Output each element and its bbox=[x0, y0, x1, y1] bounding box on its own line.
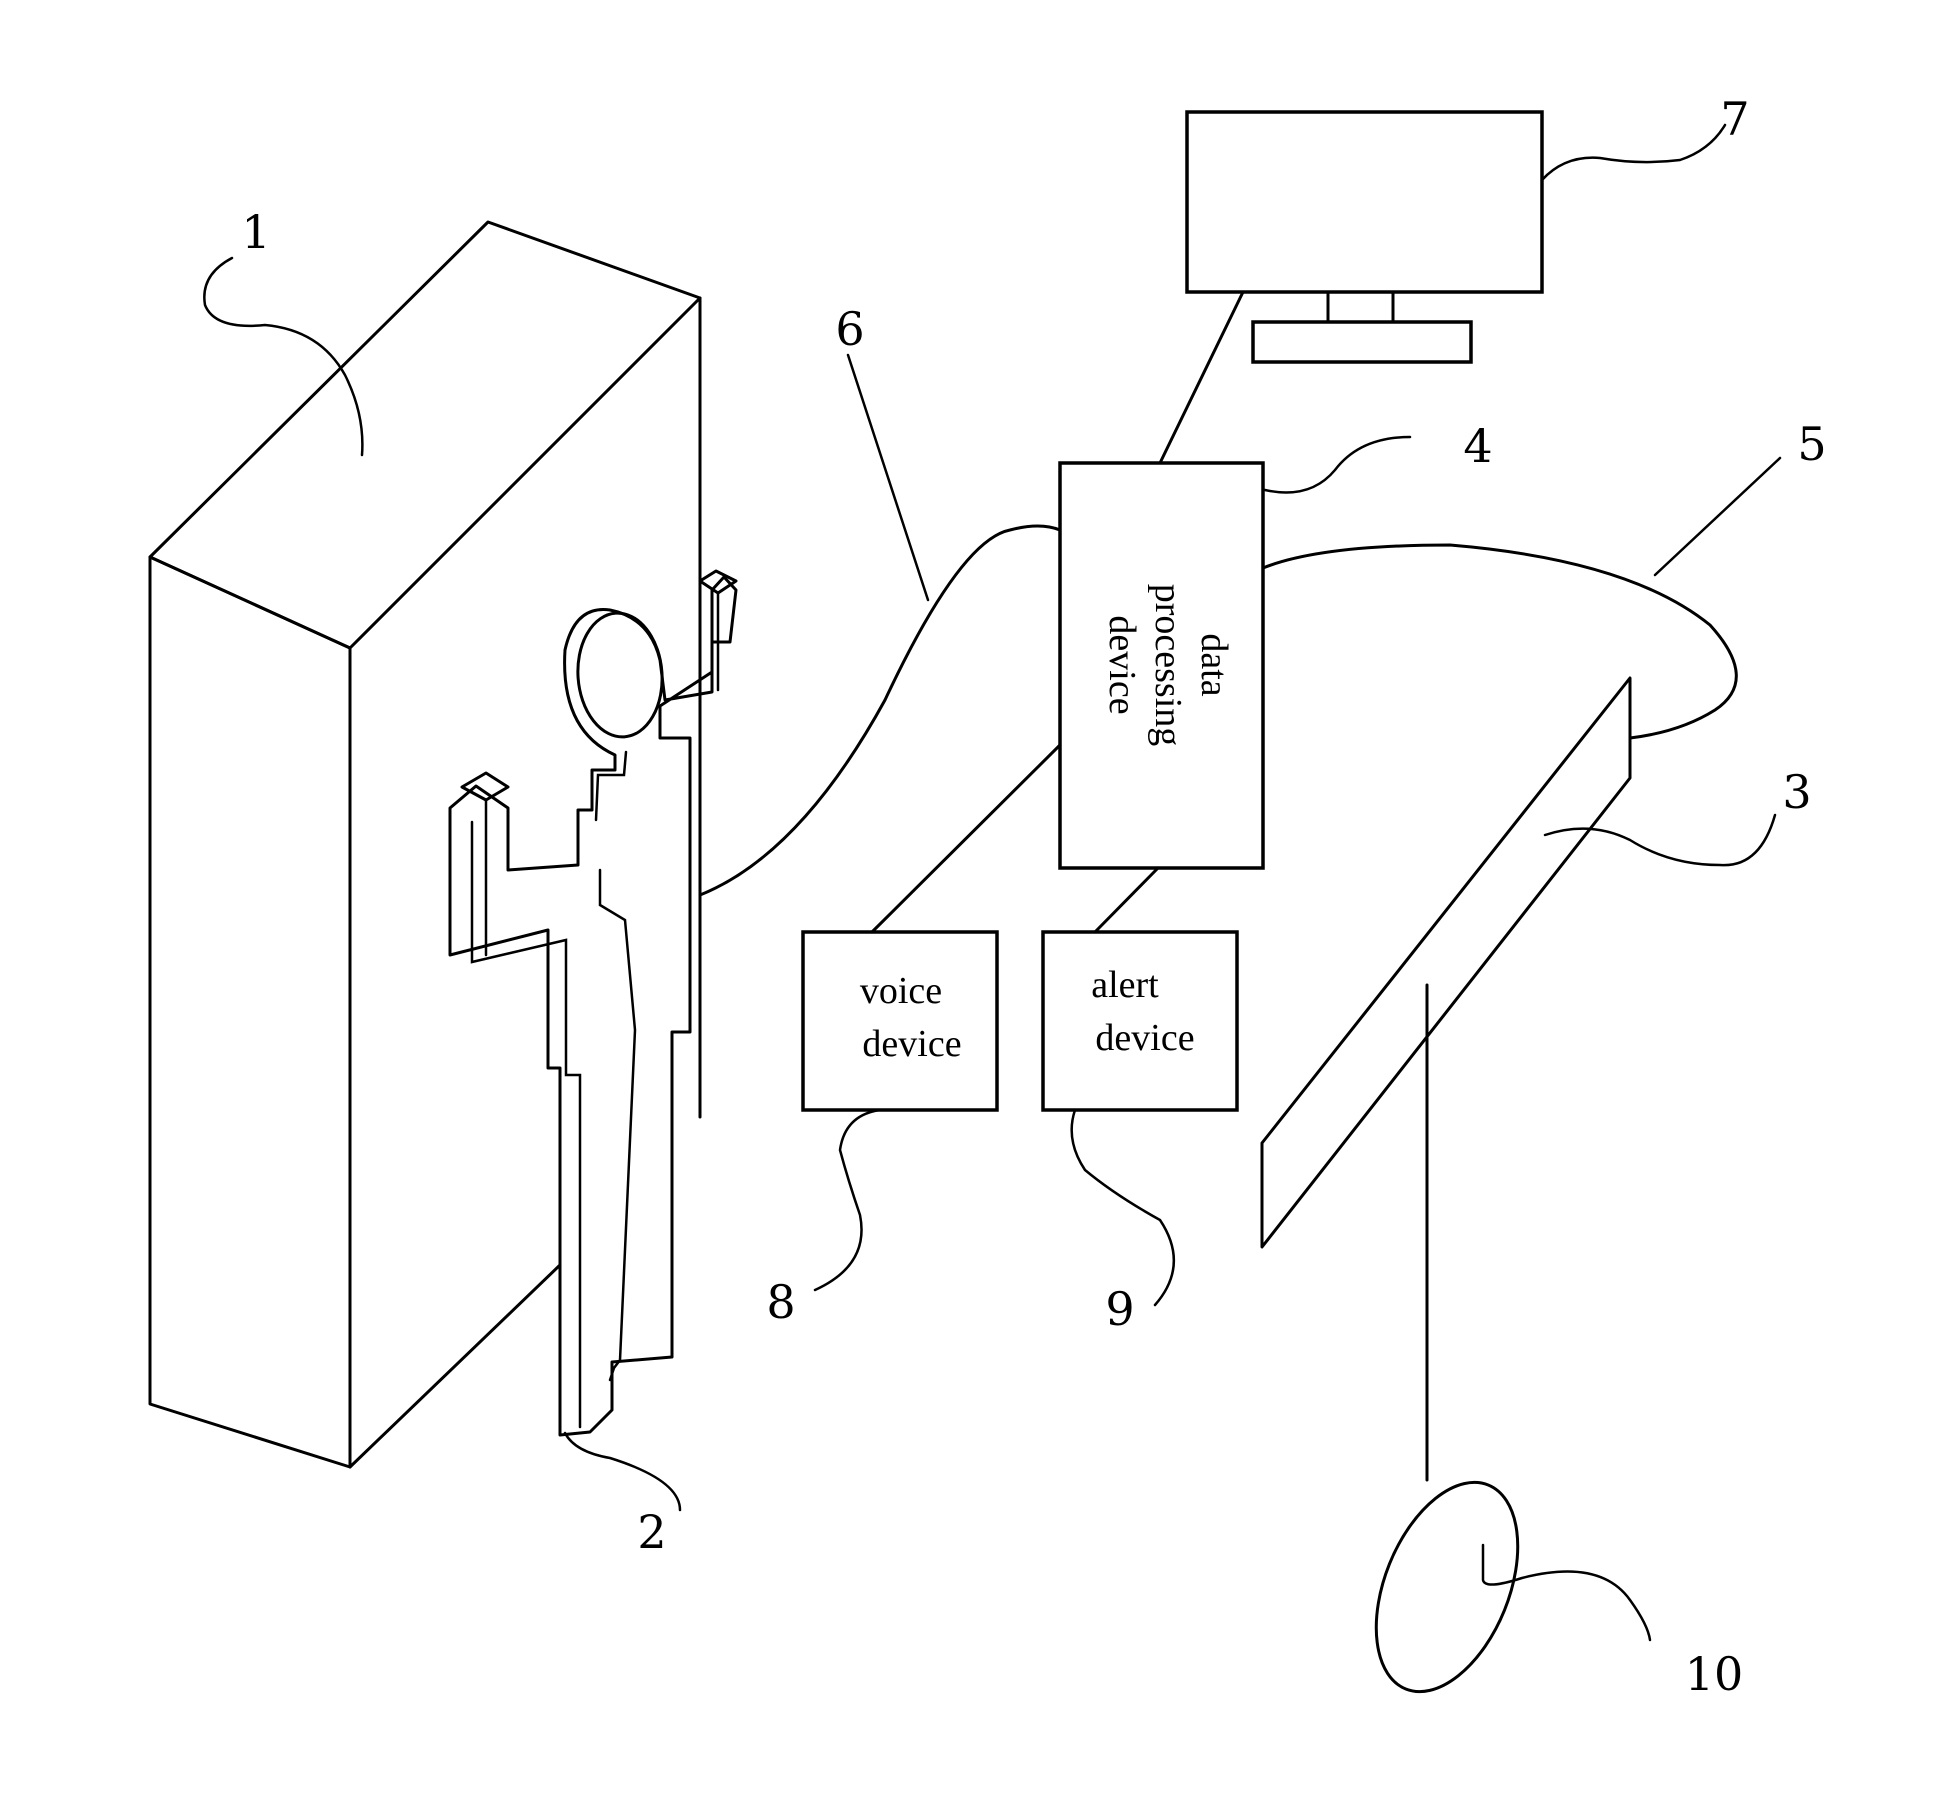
monitor-base bbox=[1253, 322, 1471, 362]
cable-processor-to-monitor bbox=[1160, 292, 1243, 463]
numeral-10: 10 bbox=[1685, 1647, 1744, 1701]
cable-processor-to-alert bbox=[1095, 868, 1158, 932]
monitor bbox=[1187, 112, 1542, 362]
leader-8 bbox=[815, 1110, 880, 1290]
dp-label-line3: device bbox=[1101, 615, 1143, 714]
numeral-6: 6 bbox=[835, 302, 864, 356]
numeral-2: 2 bbox=[637, 1505, 666, 1559]
leader-2 bbox=[565, 1433, 680, 1510]
leader-lines bbox=[204, 125, 1780, 1640]
silhouette-head bbox=[574, 610, 666, 740]
human-silhouette bbox=[450, 571, 736, 1435]
leader-10 bbox=[1483, 1545, 1650, 1640]
monitor-screen bbox=[1187, 112, 1542, 292]
numeral-8: 8 bbox=[766, 1275, 795, 1329]
hand-cap-left bbox=[462, 773, 508, 800]
numeral-4: 4 bbox=[1463, 419, 1492, 473]
numeral-7: 7 bbox=[1720, 92, 1749, 146]
scanning-plate bbox=[1262, 678, 1630, 1247]
numeral-1: 1 bbox=[241, 205, 270, 259]
numeral-9: 9 bbox=[1105, 1282, 1134, 1336]
dp-label-line1: data bbox=[1193, 633, 1235, 696]
cabinet-top-face bbox=[150, 222, 700, 648]
leader-9 bbox=[1072, 1110, 1174, 1305]
cable-5-processor-to-plate bbox=[1263, 545, 1736, 738]
alert-label-line2: device bbox=[1095, 1017, 1194, 1059]
numeral-5: 5 bbox=[1797, 417, 1826, 471]
cabinet-front-face bbox=[150, 557, 350, 1467]
reference-numerals: 1 2 3 4 5 6 7 8 9 10 bbox=[241, 92, 1826, 1701]
leader-6 bbox=[848, 355, 928, 600]
voice-device bbox=[803, 932, 997, 1110]
cable-processor-to-voice bbox=[872, 745, 1060, 932]
voice-label-line2: device bbox=[862, 1023, 961, 1065]
cabinet bbox=[150, 222, 700, 1467]
alert-label-line1: alert bbox=[1091, 964, 1159, 1006]
leader-5 bbox=[1655, 458, 1780, 575]
cabinet-bottom-edge bbox=[350, 1265, 560, 1467]
silhouette-outer bbox=[450, 577, 736, 1435]
leader-4 bbox=[1265, 437, 1410, 493]
numeral-3: 3 bbox=[1782, 765, 1811, 819]
dp-label-line2: processing bbox=[1147, 584, 1189, 747]
leader-7 bbox=[1542, 125, 1725, 180]
voice-label-line1: voice bbox=[860, 970, 942, 1012]
cable-6-cabinet-to-processor bbox=[700, 526, 1060, 895]
foot-pad bbox=[1348, 1462, 1545, 1712]
